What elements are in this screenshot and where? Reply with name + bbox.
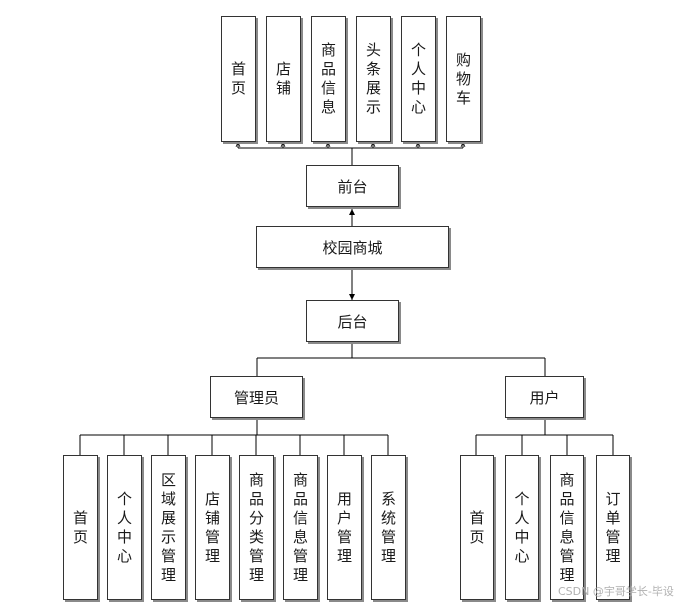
root-label: 校园商城 <box>322 238 383 257</box>
module-label: 首页 <box>230 60 246 97</box>
watermark: CSDN @宇哥学长-毕设 <box>558 585 674 598</box>
module-label: 首页 <box>469 508 485 546</box>
admin-module-region-display: 区域展示管理 <box>151 455 186 600</box>
module-label: 首页 <box>72 508 88 546</box>
module-label: 系统管理 <box>380 489 396 565</box>
module-label: 商品分类管理 <box>248 470 264 584</box>
front-module-shop: 店铺 <box>266 16 301 142</box>
module-label: 商品信息管理 <box>292 470 308 584</box>
user-label: 用户 <box>529 388 560 407</box>
admin-node: 管理员 <box>210 376 303 418</box>
front-module-cart: 购物车 <box>446 16 481 142</box>
front-label: 前台 <box>337 177 368 196</box>
admin-label: 管理员 <box>233 388 279 407</box>
user-module-order-manage: 订单管理 <box>596 455 630 600</box>
back-label: 后台 <box>337 312 368 331</box>
front-module-product-info: 商品信息 <box>311 16 346 142</box>
admin-module-product-manage: 商品信息管理 <box>283 455 318 600</box>
module-label: 购物车 <box>455 50 471 107</box>
module-label: 订单管理 <box>605 489 621 565</box>
admin-module-home: 首页 <box>63 455 98 600</box>
module-label: 店铺管理 <box>204 489 220 565</box>
module-label: 商品信息管理 <box>559 470 575 584</box>
module-label: 个人中心 <box>116 489 132 565</box>
user-module-product-manage: 商品信息管理 <box>550 455 584 600</box>
admin-module-category-manage: 商品分类管理 <box>239 455 274 600</box>
front-module-personal-center: 个人中心 <box>401 16 436 142</box>
admin-module-shop-manage: 店铺管理 <box>195 455 230 600</box>
user-module-personal-center: 个人中心 <box>505 455 539 600</box>
user-module-home: 首页 <box>460 455 494 600</box>
module-label: 个人中心 <box>514 489 530 565</box>
root-node: 校园商城 <box>256 226 449 268</box>
admin-module-user-manage: 用户管理 <box>327 455 362 600</box>
front-module-home: 首页 <box>221 16 256 142</box>
admin-module-personal-center: 个人中心 <box>107 455 142 600</box>
module-label: 区域展示管理 <box>160 470 176 584</box>
module-label: 店铺 <box>275 60 291 97</box>
front-module-headline: 头条展示 <box>356 16 391 142</box>
back-node: 后台 <box>306 300 399 342</box>
module-label: 个人中心 <box>410 41 426 116</box>
module-label: 用户管理 <box>336 489 352 565</box>
module-label: 商品信息 <box>320 41 336 116</box>
module-label: 头条展示 <box>365 41 381 116</box>
user-node: 用户 <box>505 376 584 418</box>
front-node: 前台 <box>306 165 399 207</box>
admin-module-system-manage: 系统管理 <box>371 455 406 600</box>
